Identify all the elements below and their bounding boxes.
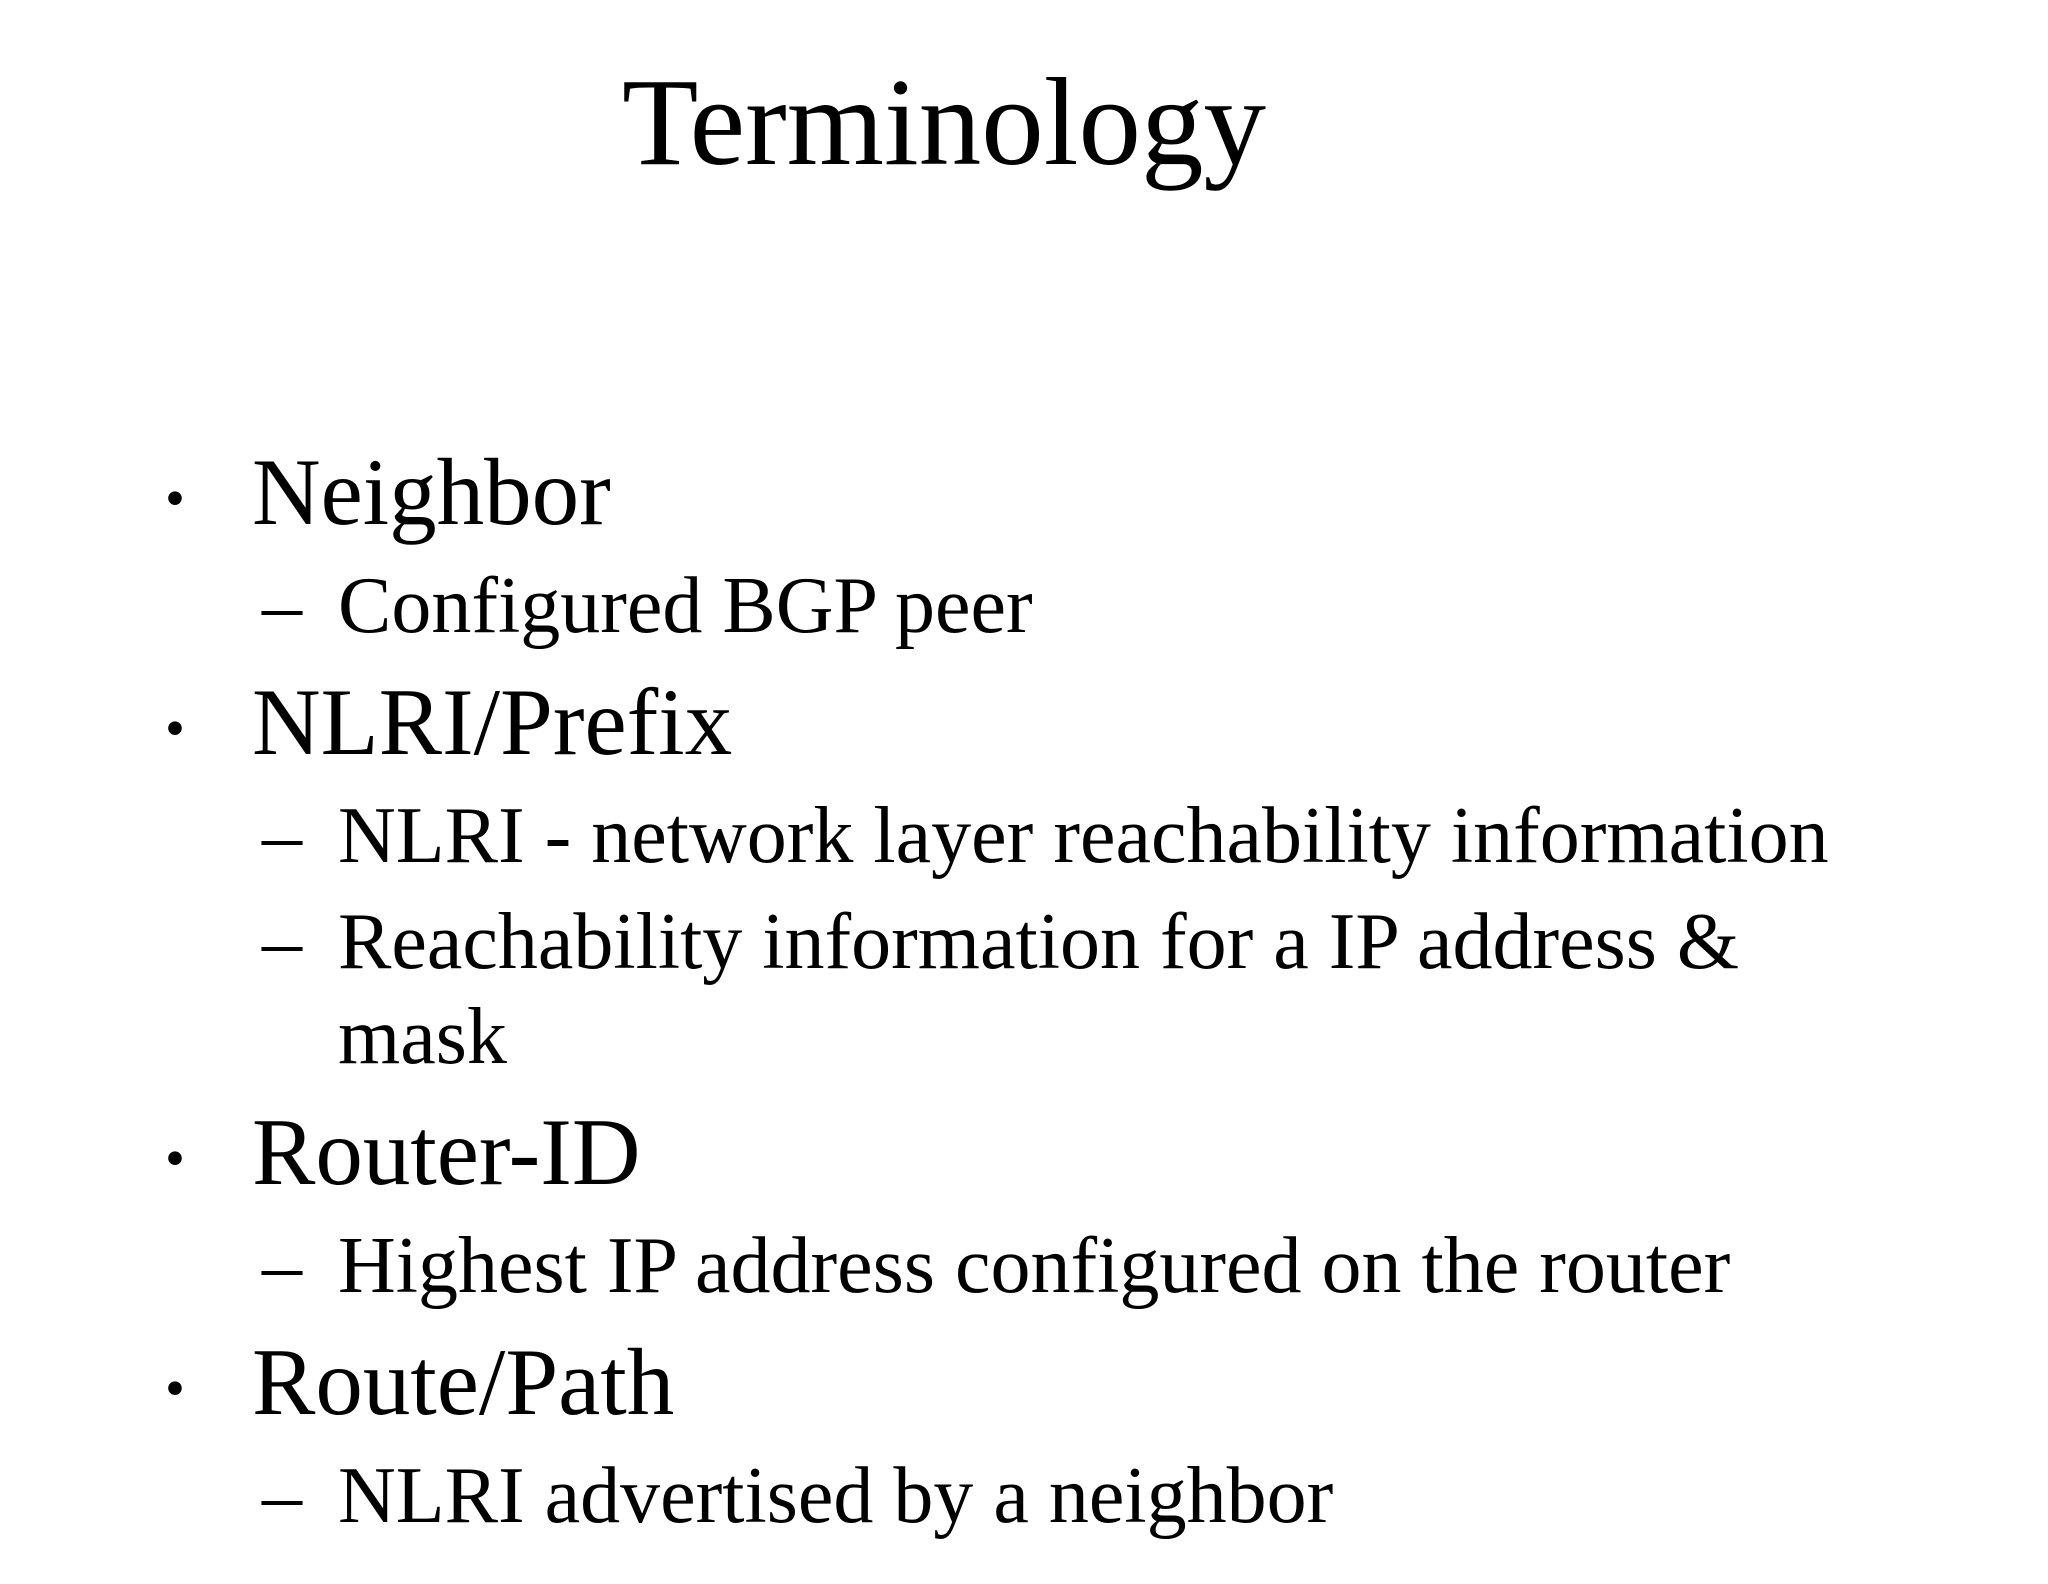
dash-icon: –	[262, 898, 302, 987]
bullet-text: Reachability information for a IP addres…	[338, 898, 1740, 1081]
bullet-item: • Router-ID	[0, 1098, 2048, 1207]
bullet-text: Route/Path	[252, 1328, 675, 1435]
bullet-icon: •	[165, 696, 185, 760]
bullet-item: – Configured BGP peer	[0, 559, 2048, 653]
bullet-item: • NLRI/Prefix	[0, 668, 2048, 777]
slide: Terminology • Neighbor – Configured BGP …	[0, 48, 2048, 1584]
dash-icon: –	[262, 1451, 302, 1540]
bullet-text: NLRI/Prefix	[252, 668, 733, 775]
bullet-text: Configured BGP peer	[338, 562, 1033, 651]
bullet-item: – NLRI - network layer reachability info…	[0, 789, 2048, 883]
bullet-text: Router-ID	[252, 1099, 641, 1206]
bullet-icon: •	[165, 1127, 185, 1191]
bullet-item: • Neighbor	[0, 438, 2048, 547]
bullet-text: Neighbor	[252, 439, 611, 545]
bullet-text: NLRI - network layer reachability inform…	[338, 791, 1829, 880]
bullet-icon: •	[165, 467, 185, 531]
dash-icon: –	[262, 562, 302, 651]
bullet-list: • Neighbor – Configured BGP peer • NLRI/…	[0, 438, 2048, 1543]
slide-title: Terminology	[622, 54, 1266, 192]
bullet-text: NLRI advertised by a neighbor	[338, 1451, 1334, 1540]
dash-icon: –	[262, 791, 302, 880]
bullet-item: • Route/Path	[0, 1328, 2048, 1437]
dash-icon: –	[262, 1222, 302, 1311]
bullet-item: – Reachability information for a IP addr…	[0, 895, 2048, 1084]
bullet-icon: •	[165, 1356, 185, 1420]
bullet-text: Highest IP address configured on the rou…	[338, 1222, 1731, 1311]
bullet-item: – NLRI advertised by a neighbor	[0, 1449, 2048, 1543]
bullet-item: – Highest IP address configured on the r…	[0, 1219, 2048, 1313]
